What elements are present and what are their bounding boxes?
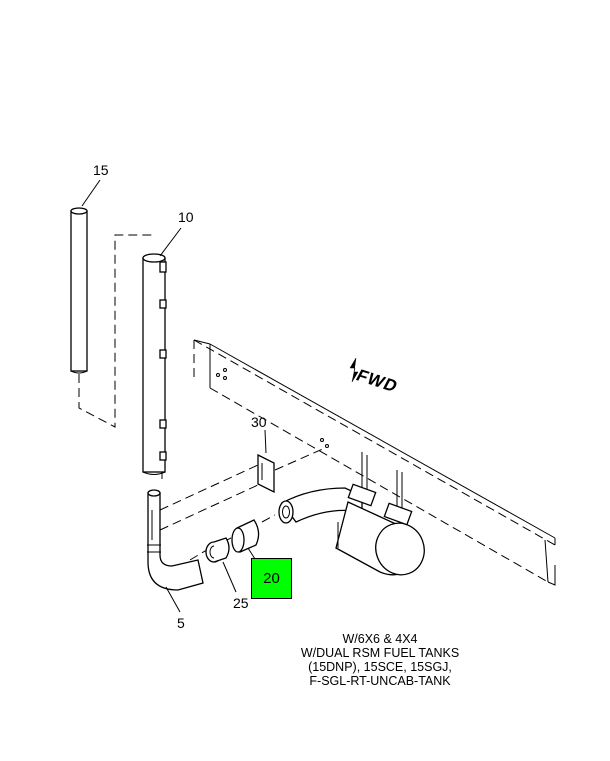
callout-25: 25 <box>233 595 249 611</box>
part-25-clamp <box>205 537 237 593</box>
fwd-arrow-icon <box>349 357 359 383</box>
part-20-coupling <box>231 519 263 571</box>
callout-15: 15 <box>93 162 109 178</box>
callout-20-label: 20 <box>263 570 280 587</box>
caption-line-1: W/6X6 & 4X4 <box>342 632 418 646</box>
part-30-bracket <box>257 429 275 494</box>
part-5-elbow-pipe <box>147 489 204 613</box>
caption-line-2: W/DUAL RSM FUEL TANKS <box>300 646 460 660</box>
part-15-straight-pipe <box>70 179 101 374</box>
frame-rail <box>193 339 556 586</box>
callout-30: 30 <box>251 414 267 430</box>
exhaust-pipe <box>278 487 363 524</box>
part-10-vertical-pipe <box>142 227 182 475</box>
caption-line-3: (15DNP), 15SCE, 15SGJ, <box>308 660 452 674</box>
caption-line-4: F-SGL-RT-UNCAB-TANK <box>309 674 451 688</box>
callout-5: 5 <box>177 615 185 631</box>
callout-20[interactable]: 20 <box>251 558 292 599</box>
muffler <box>335 452 425 576</box>
callout-20-highlight <box>251 558 292 599</box>
diagram-caption: W/6X6 & 4X4 W/DUAL RSM FUEL TANKS (15DNP… <box>270 632 490 688</box>
callout-10: 10 <box>178 209 194 225</box>
